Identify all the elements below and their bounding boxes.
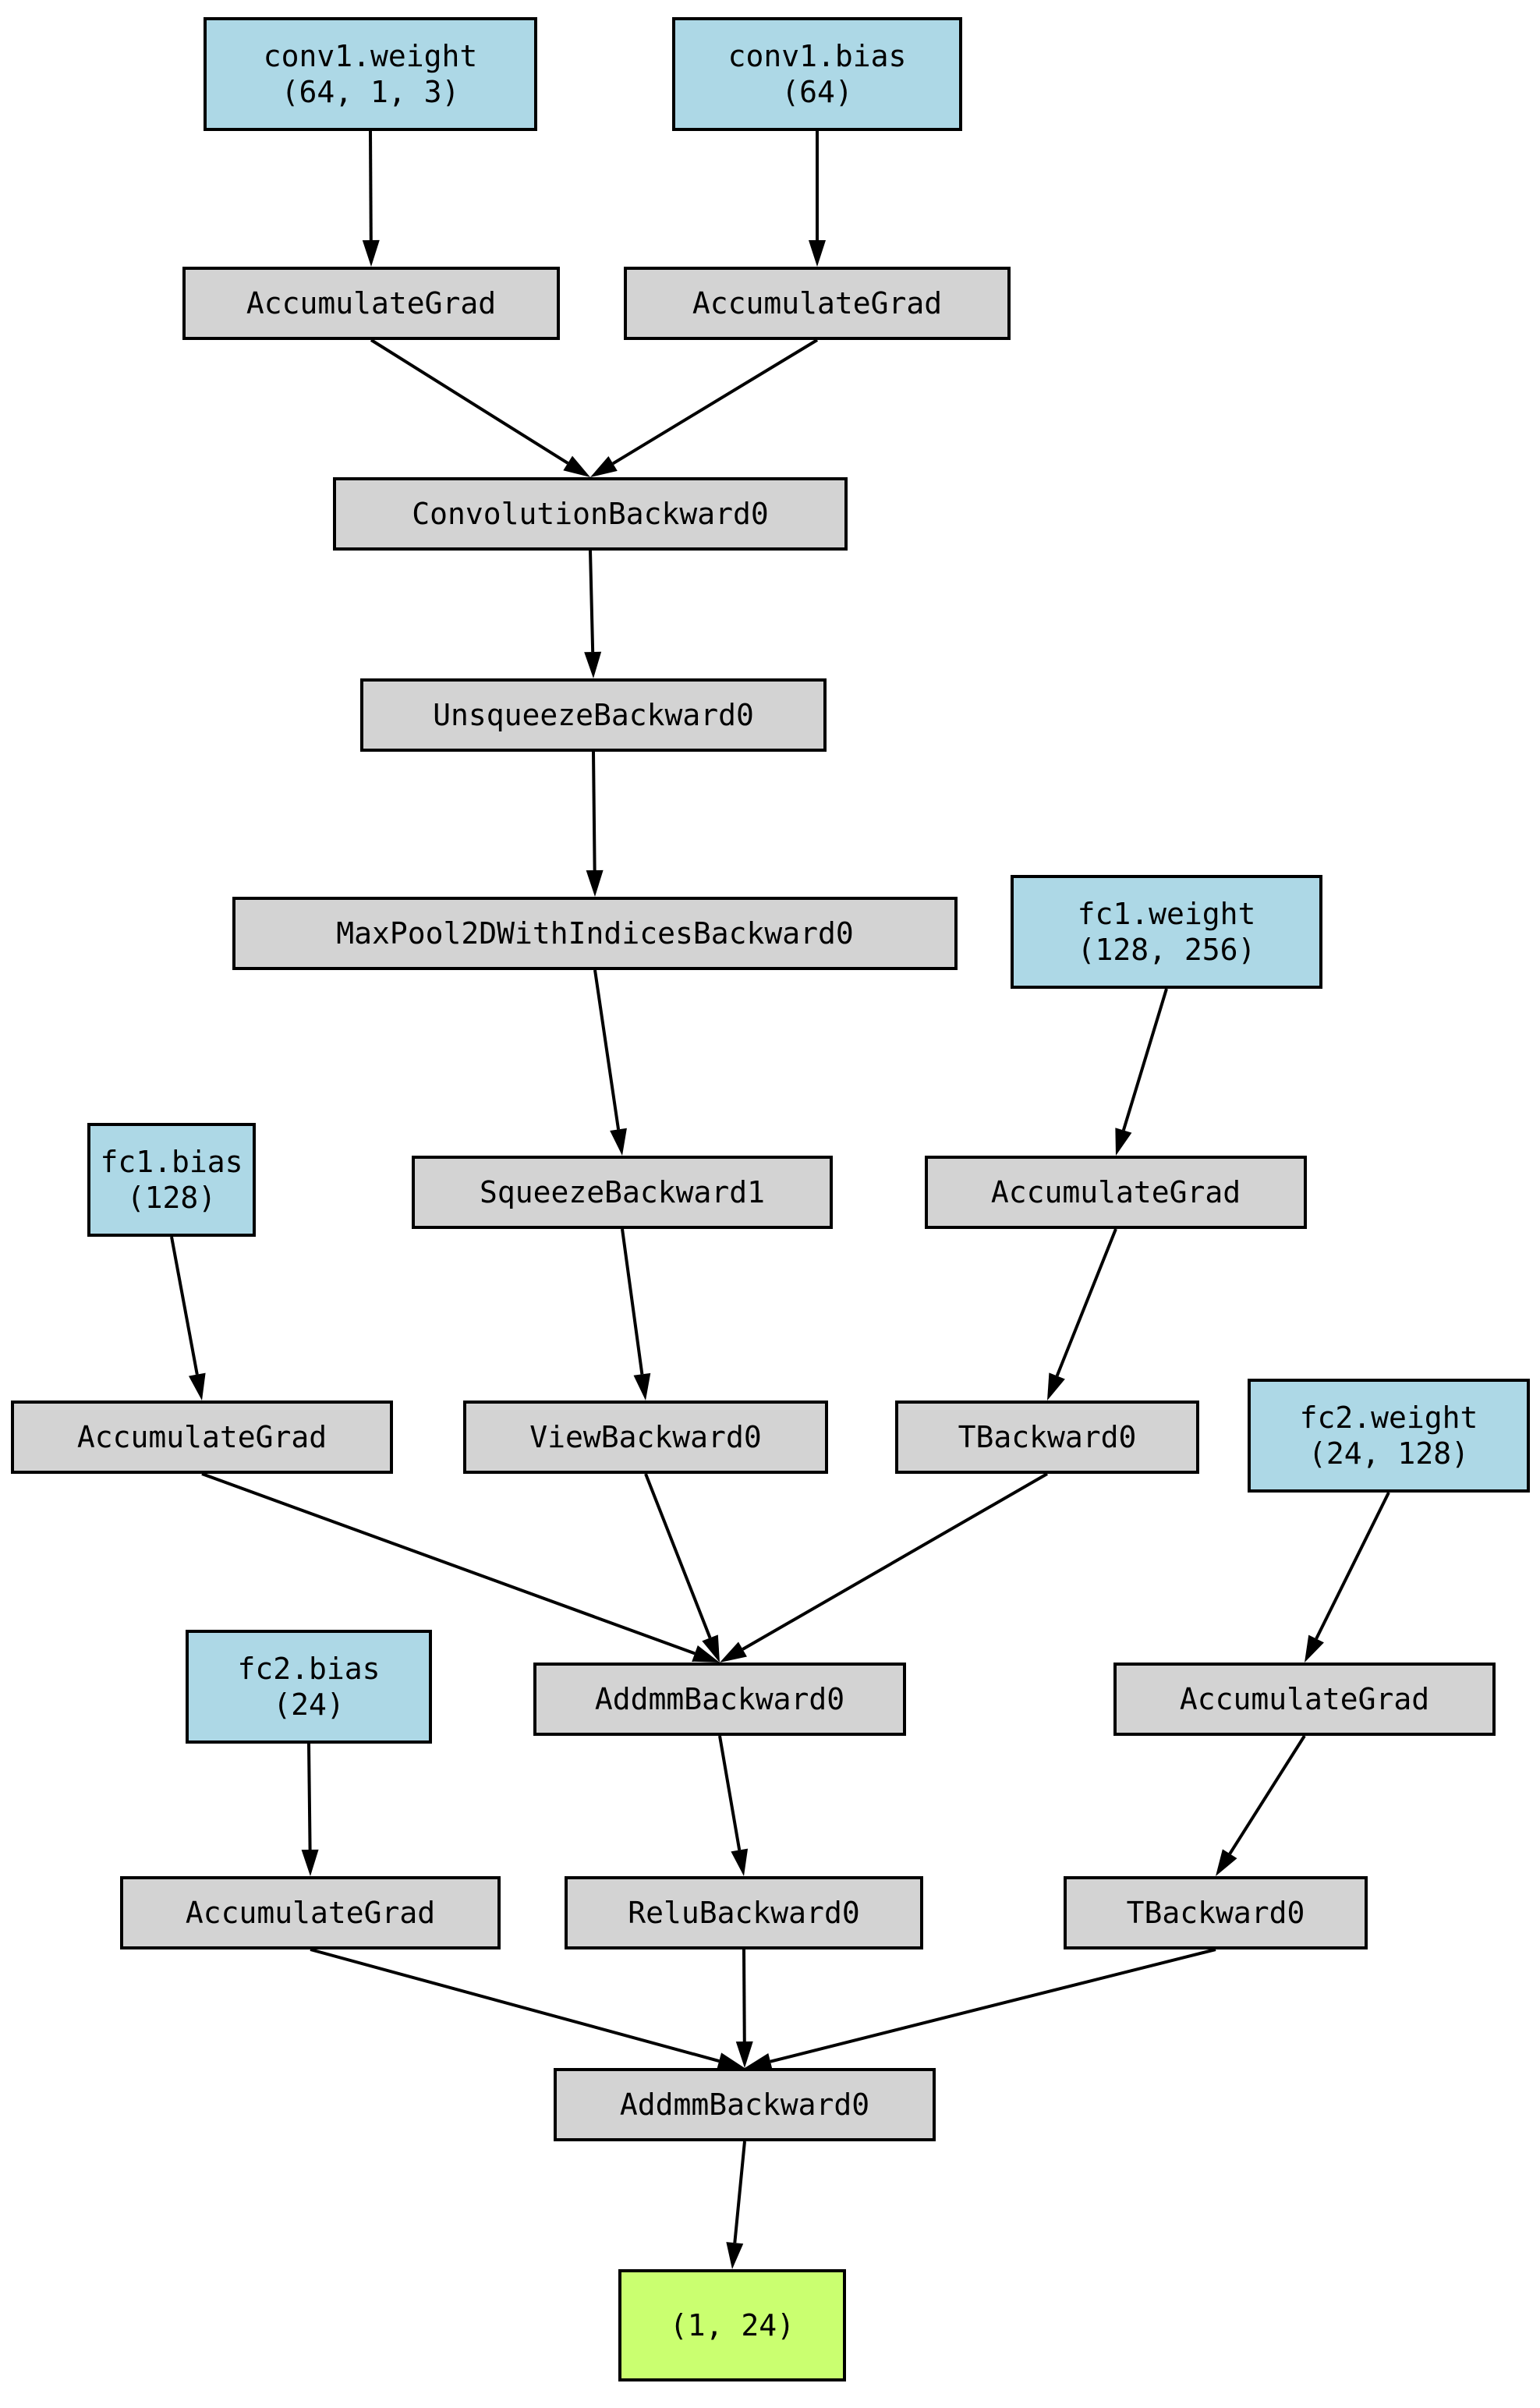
arrowhead-icon: [1216, 1849, 1237, 1876]
node-label-line: conv1.bias: [728, 38, 907, 73]
graph-edge-maxpool-to-squeeze: [593, 969, 627, 1156]
arrowhead-icon: [362, 239, 380, 267]
graph-node-addmm2[interactable]: AddmmBackward0: [554, 2068, 936, 2141]
node-label-line: UnsqueezeBackward0: [433, 697, 754, 732]
node-label-line: (24): [273, 1687, 345, 1722]
node-label-line: (128, 256): [1077, 933, 1256, 967]
graph-edge-squeeze-to-view: [621, 1228, 651, 1401]
node-label-line: ViewBackward0: [529, 1419, 762, 1454]
arrowhead-icon: [610, 1128, 627, 1156]
graph-edge-conv1w-to-accA: [362, 130, 380, 267]
graph-node-out[interactable]: (1, 24): [618, 2269, 846, 2381]
graph-node-squeeze[interactable]: SqueezeBackward1: [412, 1156, 833, 1229]
graph-edge-tb1-to-addmm1: [720, 1472, 1048, 1663]
graph-edge-accD-to-addmm1: [201, 1472, 720, 1663]
node-label-line: AddmmBackward0: [594, 1681, 845, 1716]
arrowhead-icon: [731, 1848, 749, 1876]
arrowhead-icon: [1115, 1128, 1132, 1156]
node-label-line: conv1.weight: [263, 38, 478, 73]
graph-node-accD[interactable]: AccumulateGrad: [11, 1401, 393, 1474]
arrowhead-icon: [633, 1372, 651, 1401]
graph-node-fc2w[interactable]: fc2.weight(24, 128): [1248, 1379, 1530, 1493]
arrowhead-icon: [809, 240, 826, 267]
node-label-line: AddmmBackward0: [619, 2087, 870, 2122]
node-label-line: AccumulateGrad: [1179, 1681, 1430, 1716]
node-label-line: (64, 1, 3): [281, 75, 460, 109]
node-label-line: ReluBackward0: [628, 1895, 860, 1930]
arrowhead-icon: [692, 1645, 720, 1663]
arrowhead-icon: [745, 2053, 773, 2070]
node-label-line: (1, 24): [669, 2307, 795, 2342]
graph-node-accC[interactable]: AccumulateGrad: [925, 1156, 1307, 1229]
arrowhead-icon: [726, 2242, 744, 2269]
graph-edge-fc1b-to-accD: [170, 1236, 206, 1401]
graph-edge-accB-to-conv: [590, 338, 819, 477]
graph-edge-accA-to-conv: [370, 338, 590, 477]
arrowhead-icon: [188, 1372, 206, 1401]
node-label-line: AccumulateGrad: [185, 1895, 436, 1930]
arrowhead-icon: [590, 455, 618, 477]
graph-node-conv1b[interactable]: conv1.bias(64): [672, 17, 962, 131]
graph-node-view[interactable]: ViewBackward0: [463, 1401, 828, 1474]
node-label-line: fc1.bias: [100, 1144, 243, 1179]
graph-node-conv[interactable]: ConvolutionBackward0: [333, 477, 848, 551]
graph-edge-relu-to-addmm2: [735, 1949, 753, 2068]
graph-node-unsq[interactable]: UnsqueezeBackward0: [360, 678, 827, 752]
graph-edge-unsq-to-maxpool: [586, 751, 604, 897]
graph-edge-fc2b-to-accF: [301, 1743, 319, 1876]
graph-node-accA[interactable]: AccumulateGrad: [182, 267, 560, 340]
graph-node-accB[interactable]: AccumulateGrad: [624, 267, 1011, 340]
node-label-line: SqueezeBackward1: [479, 1174, 766, 1209]
node-label-line: (64): [781, 75, 853, 109]
arrowhead-icon: [586, 869, 604, 897]
graph-node-conv1w[interactable]: conv1.weight(64, 1, 3): [204, 17, 537, 131]
arrowhead-icon: [717, 2052, 745, 2070]
node-label-line: AccumulateGrad: [246, 285, 497, 320]
node-label-line: (24, 128): [1308, 1436, 1469, 1471]
graph-node-maxpool[interactable]: MaxPool2DWithIndicesBackward0: [232, 897, 958, 970]
graph-node-relu[interactable]: ReluBackward0: [565, 1876, 923, 1949]
graph-node-tb2[interactable]: TBackward0: [1064, 1876, 1368, 1949]
graph-edge-fc2w-to-accE: [1305, 1492, 1390, 1663]
node-label-line: ConvolutionBackward0: [412, 496, 769, 531]
graph-node-fc1w[interactable]: fc1.weight(128, 256): [1011, 875, 1322, 989]
graph-edge-conv-to-unsq: [584, 550, 602, 678]
graph-edge-conv1b-to-accB: [809, 131, 826, 267]
arrowhead-icon: [301, 1849, 319, 1876]
graph-node-addmm1[interactable]: AddmmBackward0: [533, 1663, 906, 1736]
node-label-line: fc2.weight: [1299, 1400, 1478, 1435]
graph-edge-accF-to-addmm2: [310, 1948, 745, 2070]
graph-edge-addmm1-to-relu: [718, 1735, 749, 1876]
node-label-line: fc1.weight: [1077, 896, 1256, 931]
node-label-line: (128): [126, 1181, 217, 1215]
arrowhead-icon: [720, 1641, 747, 1663]
arrowhead-icon: [1305, 1634, 1324, 1663]
node-label-line: fc2.bias: [237, 1651, 381, 1686]
node-label-line: TBackward0: [958, 1419, 1137, 1454]
arrowhead-icon: [563, 455, 590, 477]
node-label-line: AccumulateGrad: [76, 1419, 327, 1454]
graph-edge-addmm2-to-out: [726, 2141, 746, 2269]
graph-edge-fc1w-to-accC: [1115, 988, 1168, 1156]
arrowhead-icon: [702, 1634, 720, 1663]
graph-node-accE[interactable]: AccumulateGrad: [1113, 1663, 1496, 1736]
node-label-line: AccumulateGrad: [990, 1174, 1241, 1209]
node-label-line: MaxPool2DWithIndicesBackward0: [336, 915, 854, 951]
graph-node-fc2b[interactable]: fc2.bias(24): [186, 1630, 432, 1744]
graph-edge-tb2-to-addmm2: [745, 1948, 1216, 2070]
arrowhead-icon: [584, 651, 602, 678]
graph-node-tb1[interactable]: TBackward0: [895, 1401, 1199, 1474]
graph-edge-accC-to-tb1: [1047, 1228, 1117, 1401]
arrowhead-icon: [735, 2041, 753, 2068]
arrowhead-icon: [1047, 1372, 1065, 1401]
graph-node-accF[interactable]: AccumulateGrad: [120, 1876, 501, 1949]
graph-edge-accE-to-tb2: [1216, 1734, 1306, 1876]
node-label-line: AccumulateGrad: [692, 285, 943, 320]
node-label-line: TBackward0: [1126, 1895, 1305, 1930]
graph-node-fc1b[interactable]: fc1.bias(128): [87, 1123, 256, 1237]
graph-edge-view-to-addmm1: [644, 1473, 720, 1663]
